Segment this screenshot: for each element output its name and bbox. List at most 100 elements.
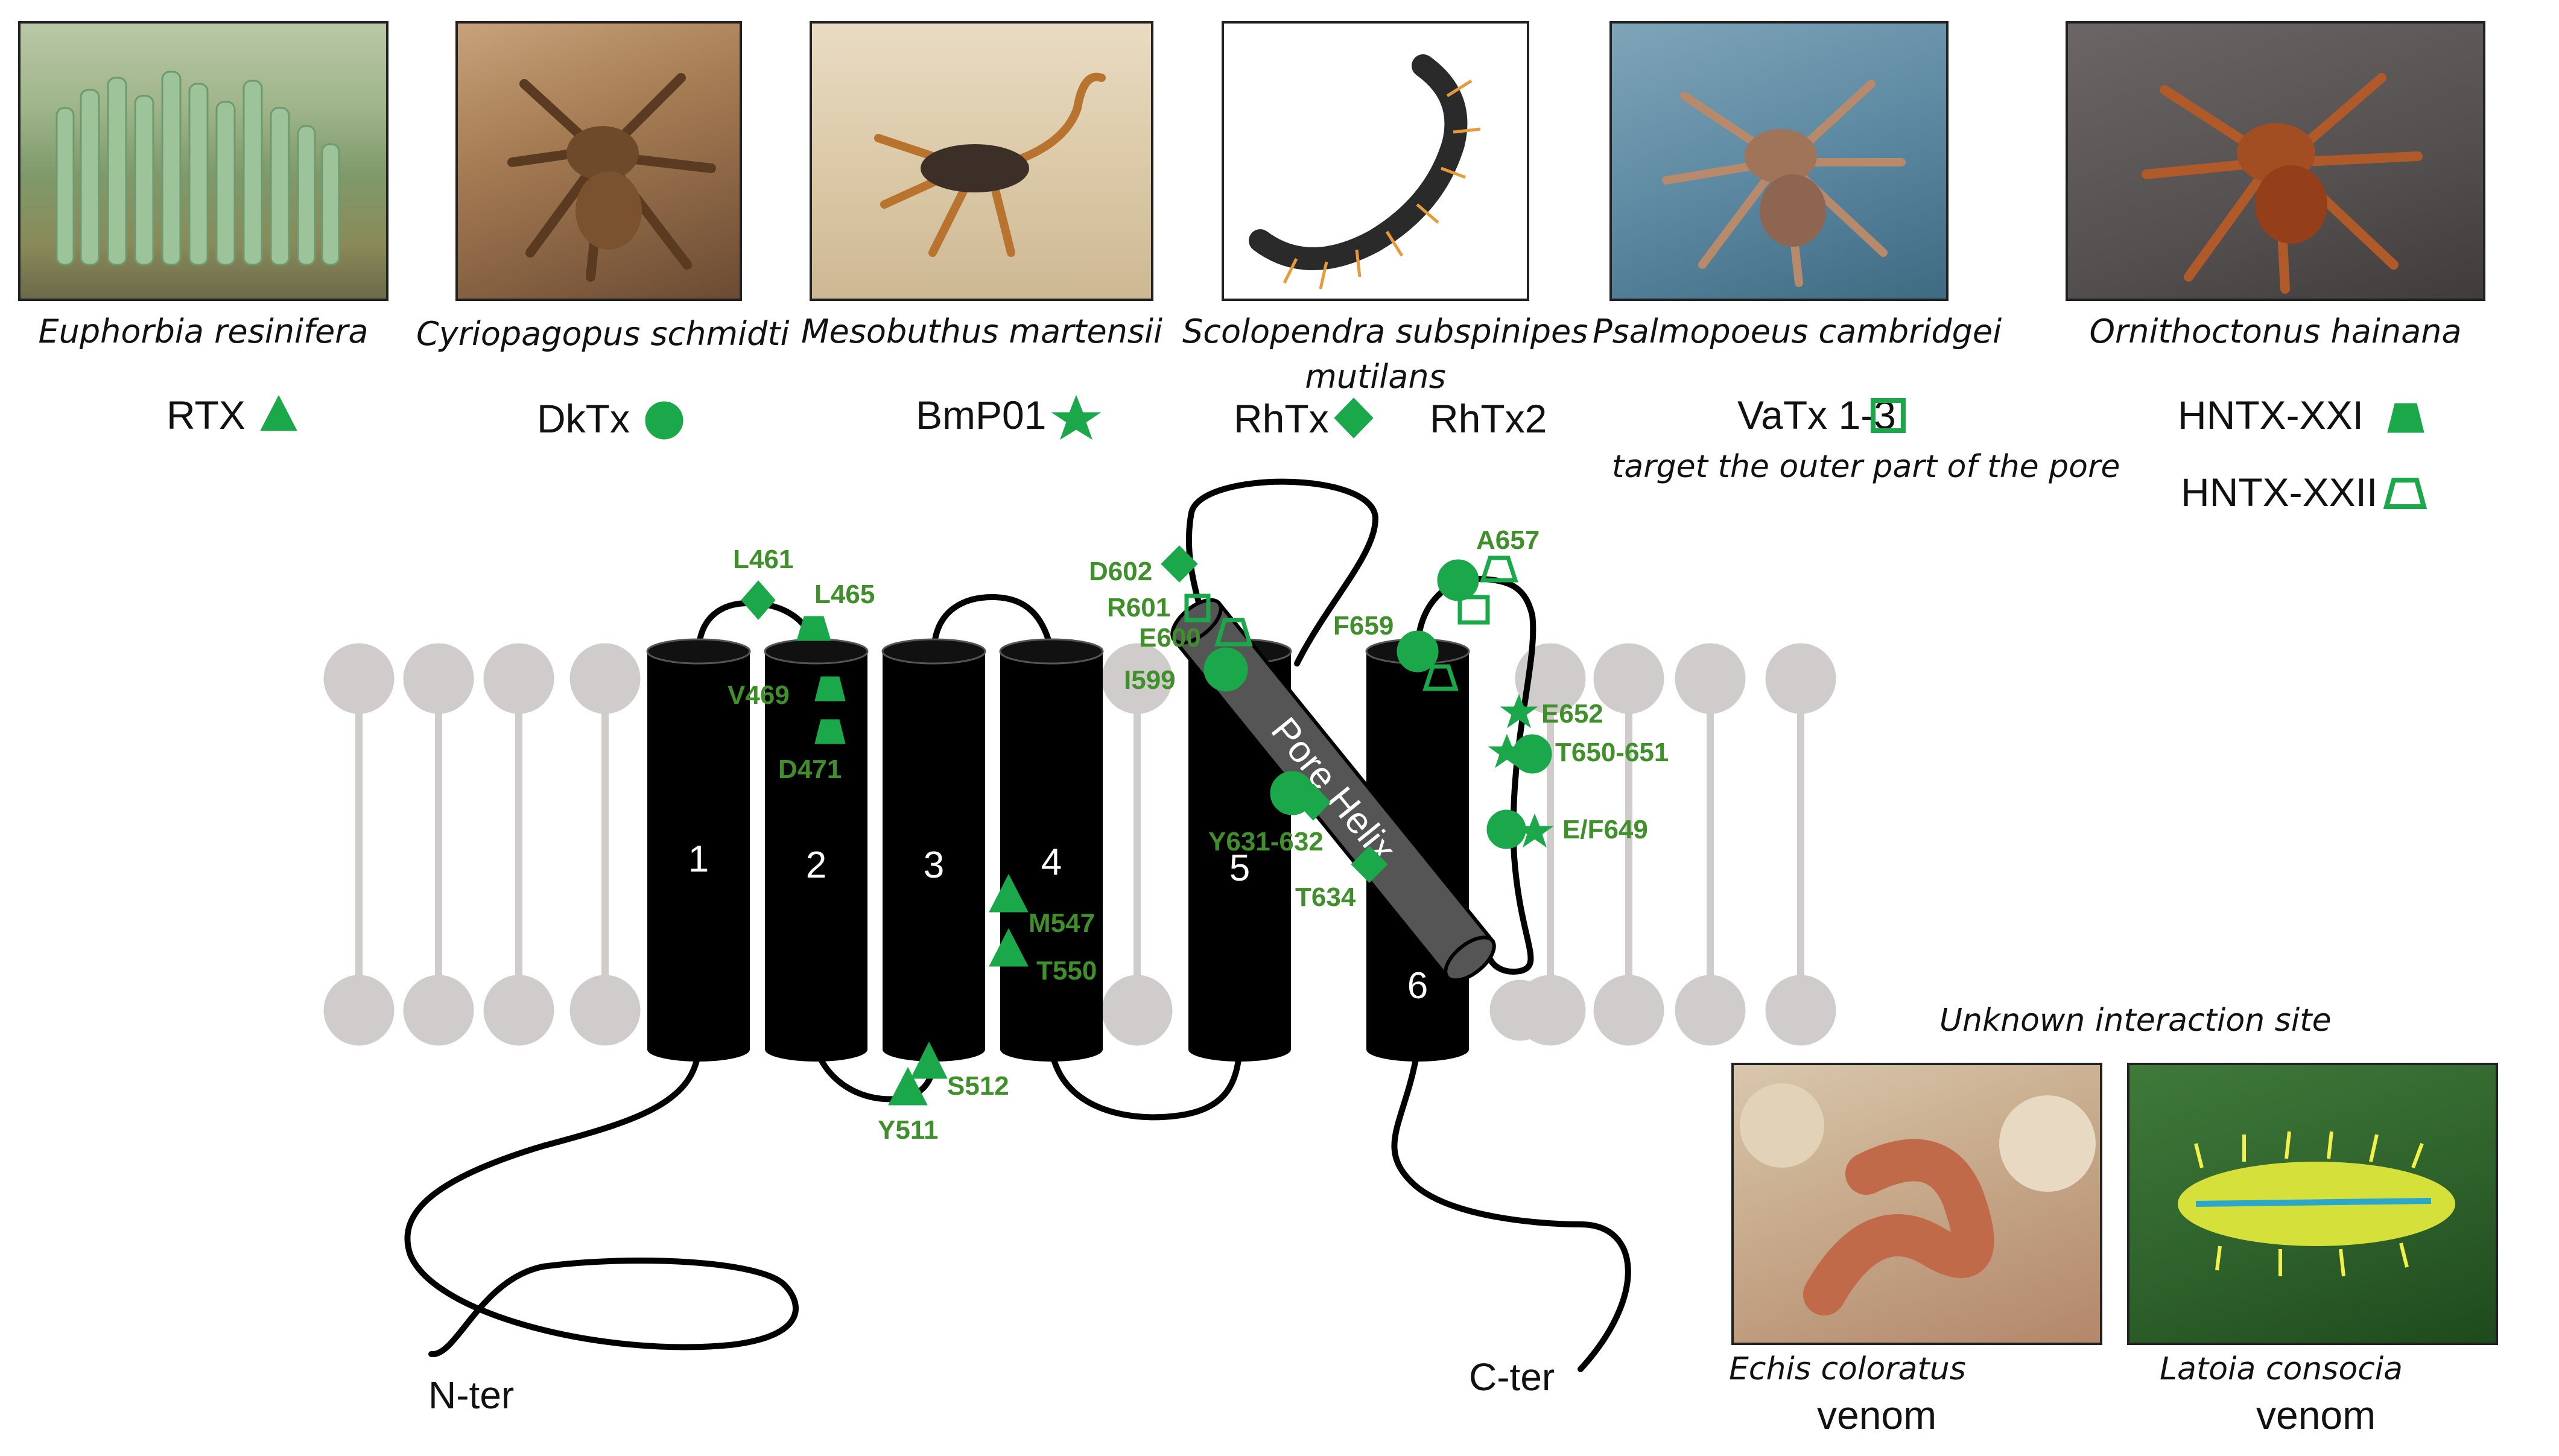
residue-e652: E652 — [1541, 699, 1603, 729]
residue-f659: F659 — [1333, 611, 1394, 641]
lipid-head-top — [483, 643, 554, 714]
d602-diamond-icon — [1161, 545, 1198, 583]
lipid-head-bottom — [569, 975, 641, 1046]
helix-cap-bottom — [1000, 1037, 1103, 1062]
snake-icon — [1740, 1083, 2096, 1315]
helix-cap-bottom — [883, 1037, 985, 1062]
e-f649-star-icon — [1515, 813, 1554, 848]
species-name-scolopendra-line2: mutilans — [1305, 358, 1446, 396]
toxin-bmp01: BmP01 — [916, 393, 1047, 437]
t650-651-circle-icon — [1512, 734, 1552, 774]
latoia-photo — [2127, 1063, 2498, 1345]
residue-a657: A657 — [1476, 525, 1540, 555]
legend-filled-trapezoid-icon — [2387, 403, 2424, 433]
e600-trapezoid-icon — [1214, 618, 1253, 647]
toxin-rhtx: RhTx — [1234, 396, 1329, 441]
species-name-psalmopoeus: Psalmopoeus cambridgei — [1593, 312, 2002, 350]
helix-cap-bottom — [1188, 1037, 1291, 1062]
residue-r601: R601 — [1107, 593, 1170, 622]
residue-l461: L461 — [733, 545, 793, 574]
residue-e600: E600 — [1139, 623, 1201, 653]
y631-632-diamond-icon — [1296, 783, 1331, 821]
l461-diamond-icon — [741, 580, 776, 620]
latoia-venom-label: venom — [2256, 1393, 2376, 1437]
s512-triangle-icon — [910, 1041, 948, 1079]
t634-diamond-icon — [1351, 846, 1388, 883]
helix-cap-bottom — [647, 1037, 750, 1062]
residue-m547: M547 — [1029, 908, 1095, 938]
lipid-head-bottom — [1593, 975, 1664, 1046]
loop-4-5 — [1048, 1046, 1243, 1121]
segment-label-6: 6 — [1407, 965, 1428, 1007]
loop-3-4 — [931, 593, 1054, 654]
legend-circle-icon — [645, 401, 683, 440]
spider-icon — [507, 73, 716, 282]
species-name-scolopendra: Scolopendra subspinipes — [1182, 312, 1588, 350]
i599-circle-icon — [1203, 647, 1248, 692]
a657-trapezoid-icon — [1480, 555, 1518, 583]
vatx-note: target the outer part of the pore — [1612, 449, 2120, 485]
legend-diamond-icon — [1334, 397, 1374, 438]
latoia-name: Latoia consocia — [2160, 1351, 2403, 1387]
scorpion-icon — [874, 72, 1106, 257]
toxin-vatx: VaTx 1-3 — [1737, 393, 1896, 437]
segment-label-4: 4 — [1041, 841, 1062, 883]
helix-cap-top — [881, 638, 986, 665]
lipid-head — [1105, 980, 1167, 1041]
l465-trapezoid-icon — [796, 616, 831, 641]
helix-cap-top — [646, 638, 751, 665]
segment-label-1: 1 — [688, 838, 709, 880]
residue-t634: T634 — [1295, 882, 1356, 912]
transmembrane-helix-4 — [1000, 651, 1103, 1049]
residue-y511: Y511 — [878, 1115, 938, 1145]
f659-trapezoid-icon — [1422, 664, 1459, 691]
echis-venom-label: venom — [1817, 1393, 1937, 1437]
transmembrane-helix-2 — [765, 651, 867, 1049]
residue-d602: D602 — [1089, 557, 1152, 586]
lipid-head-top — [1765, 643, 1836, 714]
lipid-head-bottom — [323, 975, 395, 1046]
toxin-hntx-xxi: HNTX-XXI — [2178, 393, 2364, 437]
centipede-photo — [1222, 21, 1529, 301]
segment-label-2: 2 — [806, 844, 826, 886]
a657-square-icon — [1457, 595, 1490, 625]
toxin-dktx: DkTx — [537, 396, 630, 441]
species-name-ornithoctonus: Ornithoctonus hainana — [2089, 312, 2462, 350]
legend-open-square-icon — [1871, 398, 1906, 433]
legend-triangle-icon — [260, 394, 297, 431]
species-name-euphorbia: Euphorbia resinifera — [38, 312, 369, 350]
toxin-rtx: RTX — [166, 393, 246, 437]
lipid-head-bottom — [403, 975, 474, 1046]
residue-s512: S512 — [947, 1071, 1009, 1101]
lipid-head — [1105, 648, 1167, 709]
a657-circle-icon — [1437, 559, 1479, 601]
c-ter-label: C-ter — [1469, 1355, 1555, 1399]
psalmopoeus-photo — [1609, 21, 1949, 301]
e652-star-icon — [1500, 694, 1538, 729]
residue-d471: D471 — [778, 755, 842, 784]
ornithoctonus-photo — [2066, 21, 2485, 301]
helix-cap-bottom — [1366, 1037, 1469, 1062]
y511-triangle-icon — [888, 1066, 928, 1106]
r601-square-icon — [1184, 593, 1211, 622]
spider-icon — [1662, 80, 1906, 287]
residue-v469: V469 — [728, 680, 790, 710]
d471-trapezoid-icon — [814, 719, 846, 744]
segment-label-5: 5 — [1229, 847, 1250, 889]
residue-l465: L465 — [814, 580, 875, 609]
species-name-cyriopagopus: Cyriopagopus schmidti — [416, 315, 790, 353]
spider-icon — [2142, 73, 2423, 294]
caterpillar-icon — [2178, 1131, 2455, 1277]
residue-t650-651: T650-651 — [1555, 738, 1669, 767]
lipid-head-bottom — [1675, 975, 1746, 1046]
helix-cap-top — [764, 638, 869, 665]
residue-y631-632: Y631-632 — [1208, 827, 1324, 856]
residue-t550: T550 — [1036, 956, 1097, 986]
lipid-head — [1489, 980, 1551, 1041]
tarantula-photo — [455, 21, 742, 301]
scorpion-photo — [810, 21, 1153, 301]
m547-triangle-icon — [989, 873, 1029, 913]
lipid-bilayer — [323, 643, 1836, 1046]
f659-circle-icon — [1397, 630, 1439, 673]
